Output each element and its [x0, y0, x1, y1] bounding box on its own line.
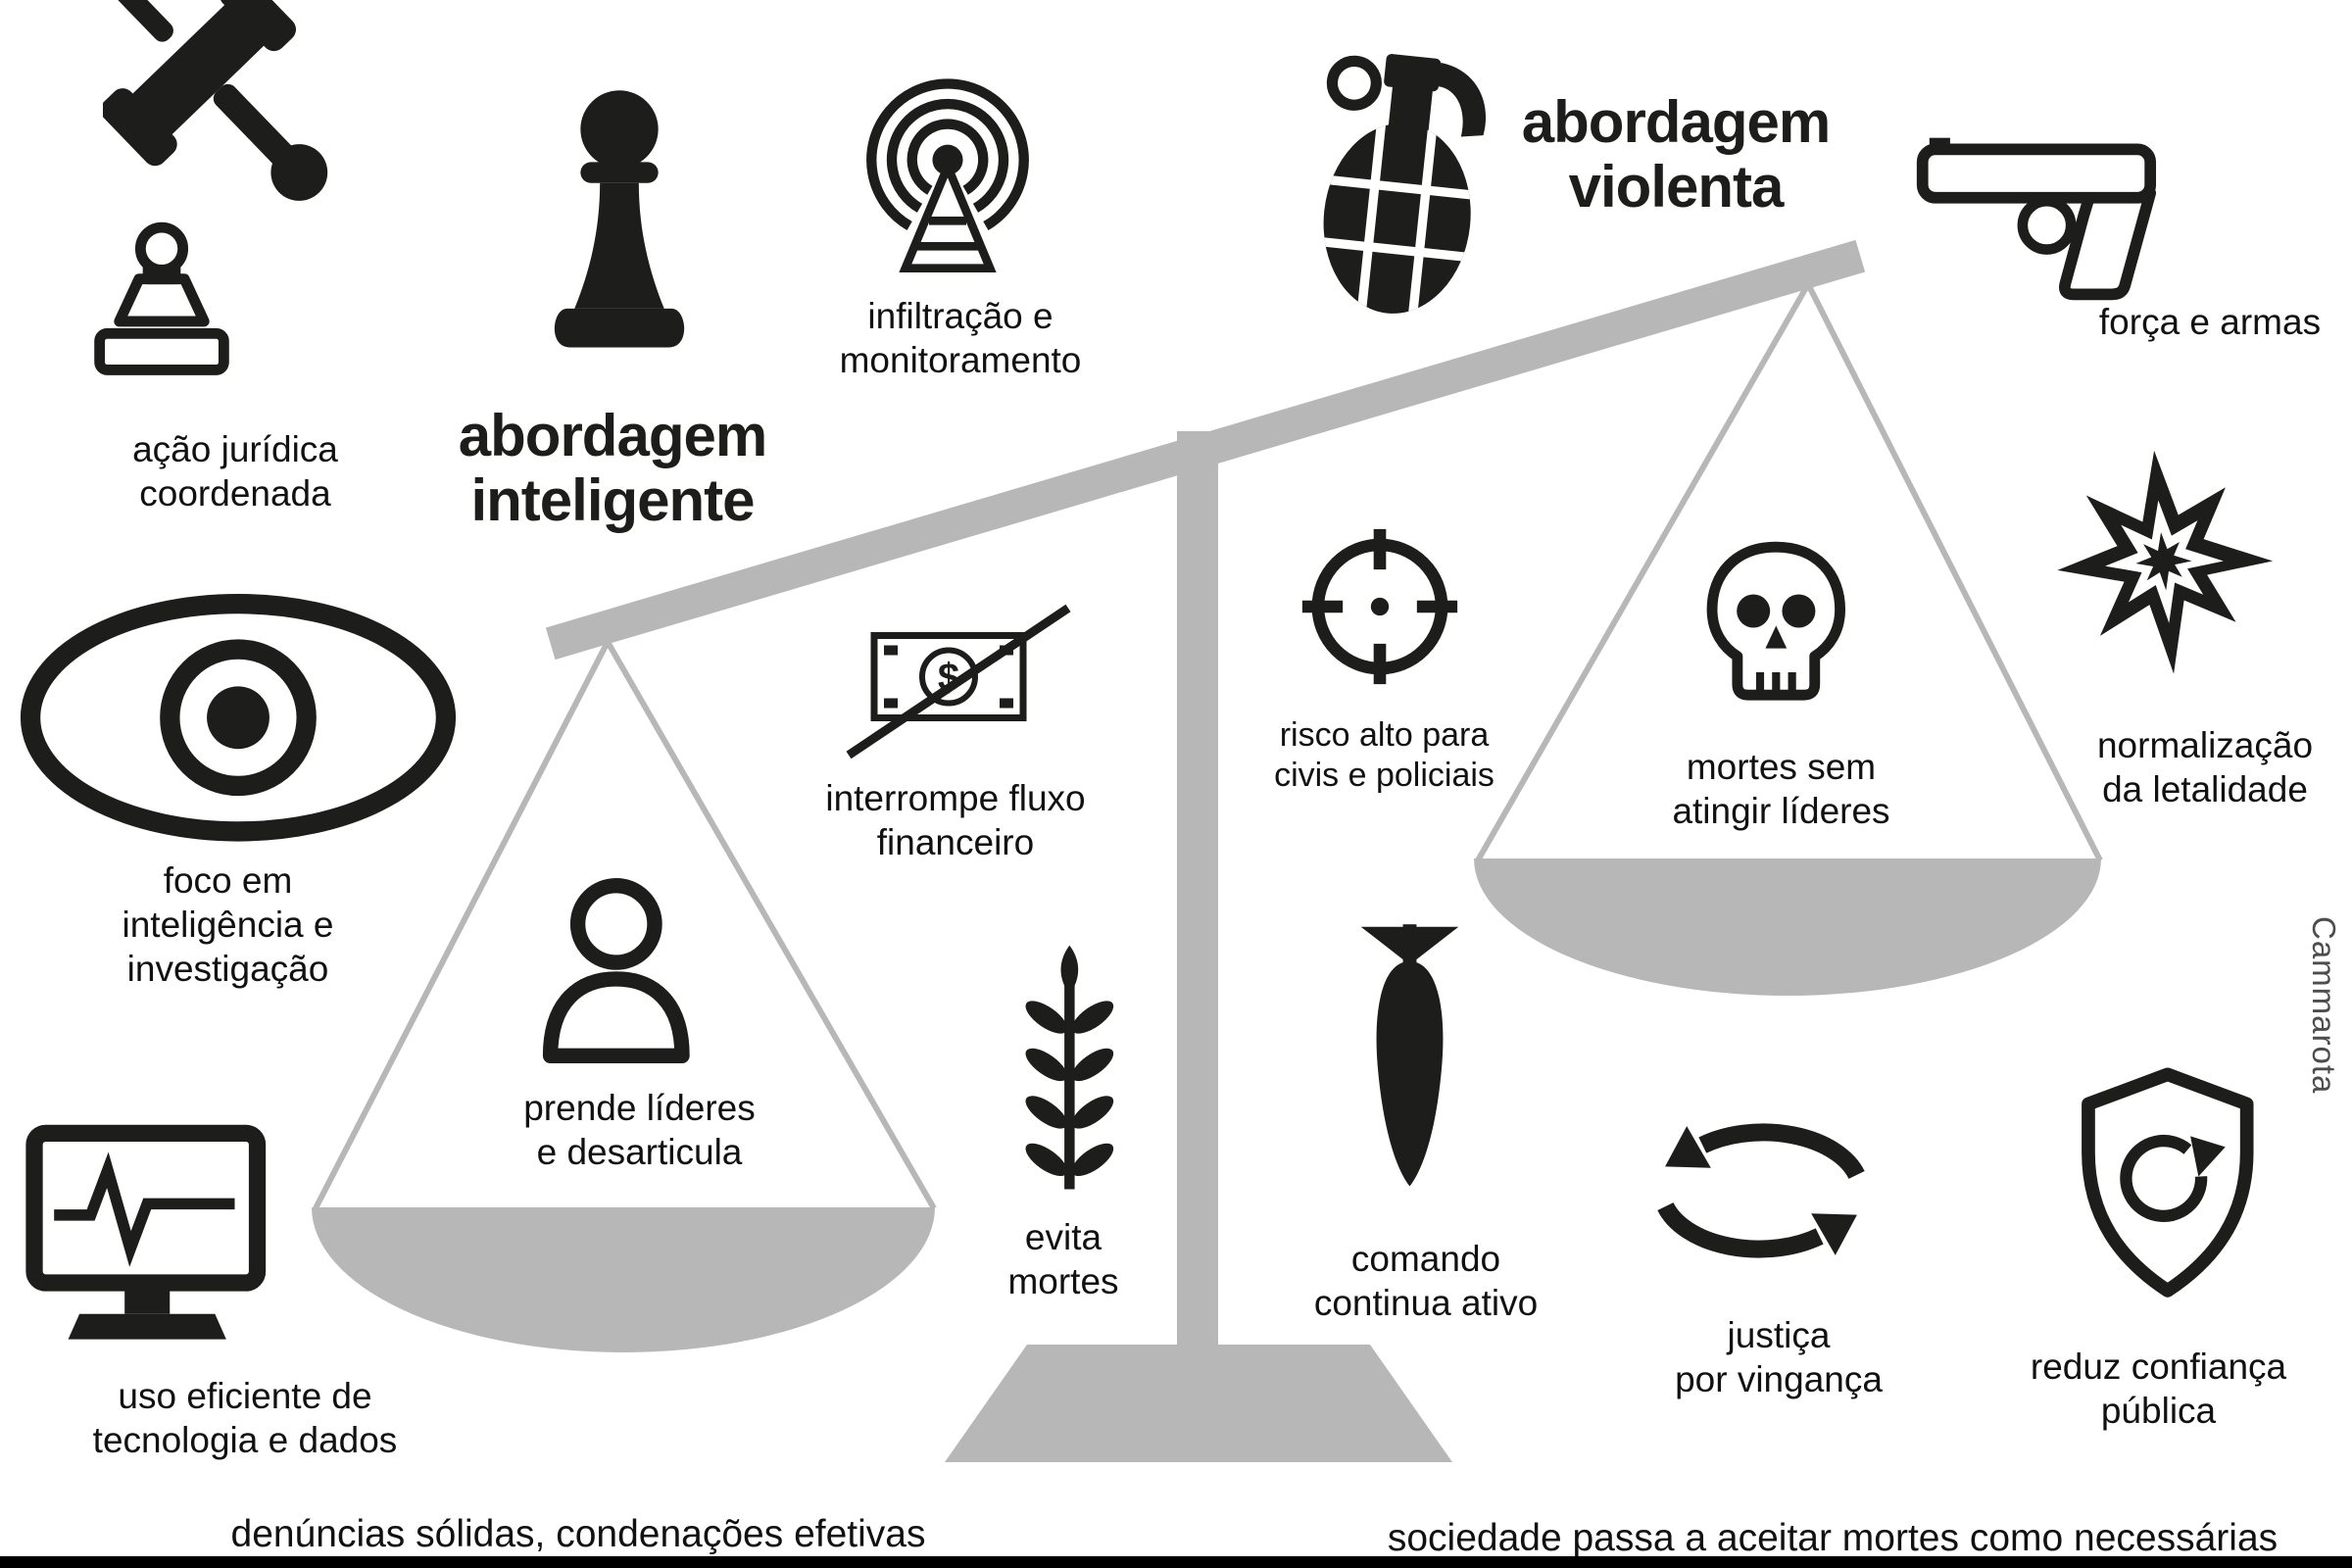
- label-revenge-justice: justiça por vingança: [1675, 1315, 1883, 1400]
- wheat-sprig-icon: [1007, 943, 1133, 1200]
- bomb-icon: [1339, 913, 1481, 1232]
- left-pan-string: [313, 640, 611, 1210]
- monitor-pulse-icon: [22, 1119, 271, 1366]
- skull-icon: [1693, 537, 1860, 718]
- chess-pawn-icon: [537, 78, 702, 377]
- broadcast-antenna-icon: [855, 51, 1041, 296]
- label-lethality-normalization: normalização da letalidade: [2096, 725, 2314, 810]
- label-arrest-leaders: prende líderes e desarticula: [523, 1088, 756, 1173]
- label-deaths-without-leaders: mortes sem atingir líderes: [1672, 747, 1890, 832]
- label-intelligence-focus: foco em inteligência e investigação: [122, 860, 334, 990]
- left-pan-bowl: [312, 1207, 935, 1352]
- heading-violent-approach: abordagem violenta: [1521, 89, 1831, 220]
- label-financial-flow: interrompe fluxo financeiro: [825, 778, 1086, 863]
- cycle-arrows-icon: [1635, 1102, 1887, 1279]
- stamp-icon: [78, 211, 245, 402]
- left-pan-string: [605, 640, 937, 1210]
- right-pan-string: [1475, 282, 1811, 862]
- label-infiltration-monitoring: infiltração e monitoramento: [839, 296, 1082, 381]
- gavel-icon: [103, 0, 363, 235]
- label-technology-use: uso eficiente de tecnologia e dados: [92, 1376, 398, 1461]
- credit-author: Cammarota: [2306, 916, 2342, 1095]
- scale-base: [945, 1345, 1452, 1462]
- shield-refresh-icon: [2078, 1060, 2259, 1307]
- caption-smart-outcome: denúncias sólidas, condenações efetivas: [230, 1513, 926, 1555]
- label-force-weapons: força e armas: [2098, 302, 2322, 342]
- bottom-border-bar: [0, 1556, 2352, 1568]
- label-avoid-deaths: evita mortes: [1007, 1217, 1119, 1302]
- grenade-icon: [1296, 39, 1506, 343]
- pistol-icon: [1911, 47, 2176, 385]
- right-pan-bowl: [1474, 858, 2101, 996]
- explosion-icon: [2048, 416, 2278, 706]
- caption-violent-outcome: sociedade passa a aceitar mortes como ne…: [1387, 1517, 2278, 1559]
- crosshair-icon: [1296, 522, 1464, 691]
- scale-post: [1177, 431, 1218, 1352]
- label-command-active: comando continua ativo: [1313, 1239, 1539, 1324]
- eye-icon: [18, 581, 459, 856]
- scale-beam: [545, 239, 1866, 661]
- label-civilian-risk: risco alto para civis e policiais: [1274, 716, 1494, 795]
- label-legal-action: ação jurídica coordenada: [132, 429, 338, 514]
- right-pan-string: [1805, 282, 2103, 862]
- person-icon: [531, 870, 703, 1071]
- crossed-money-icon: $: [841, 596, 1076, 767]
- label-public-trust: reduz confiança pública: [2030, 1347, 2287, 1432]
- heading-smart-approach: abordagem inteligente: [458, 403, 767, 533]
